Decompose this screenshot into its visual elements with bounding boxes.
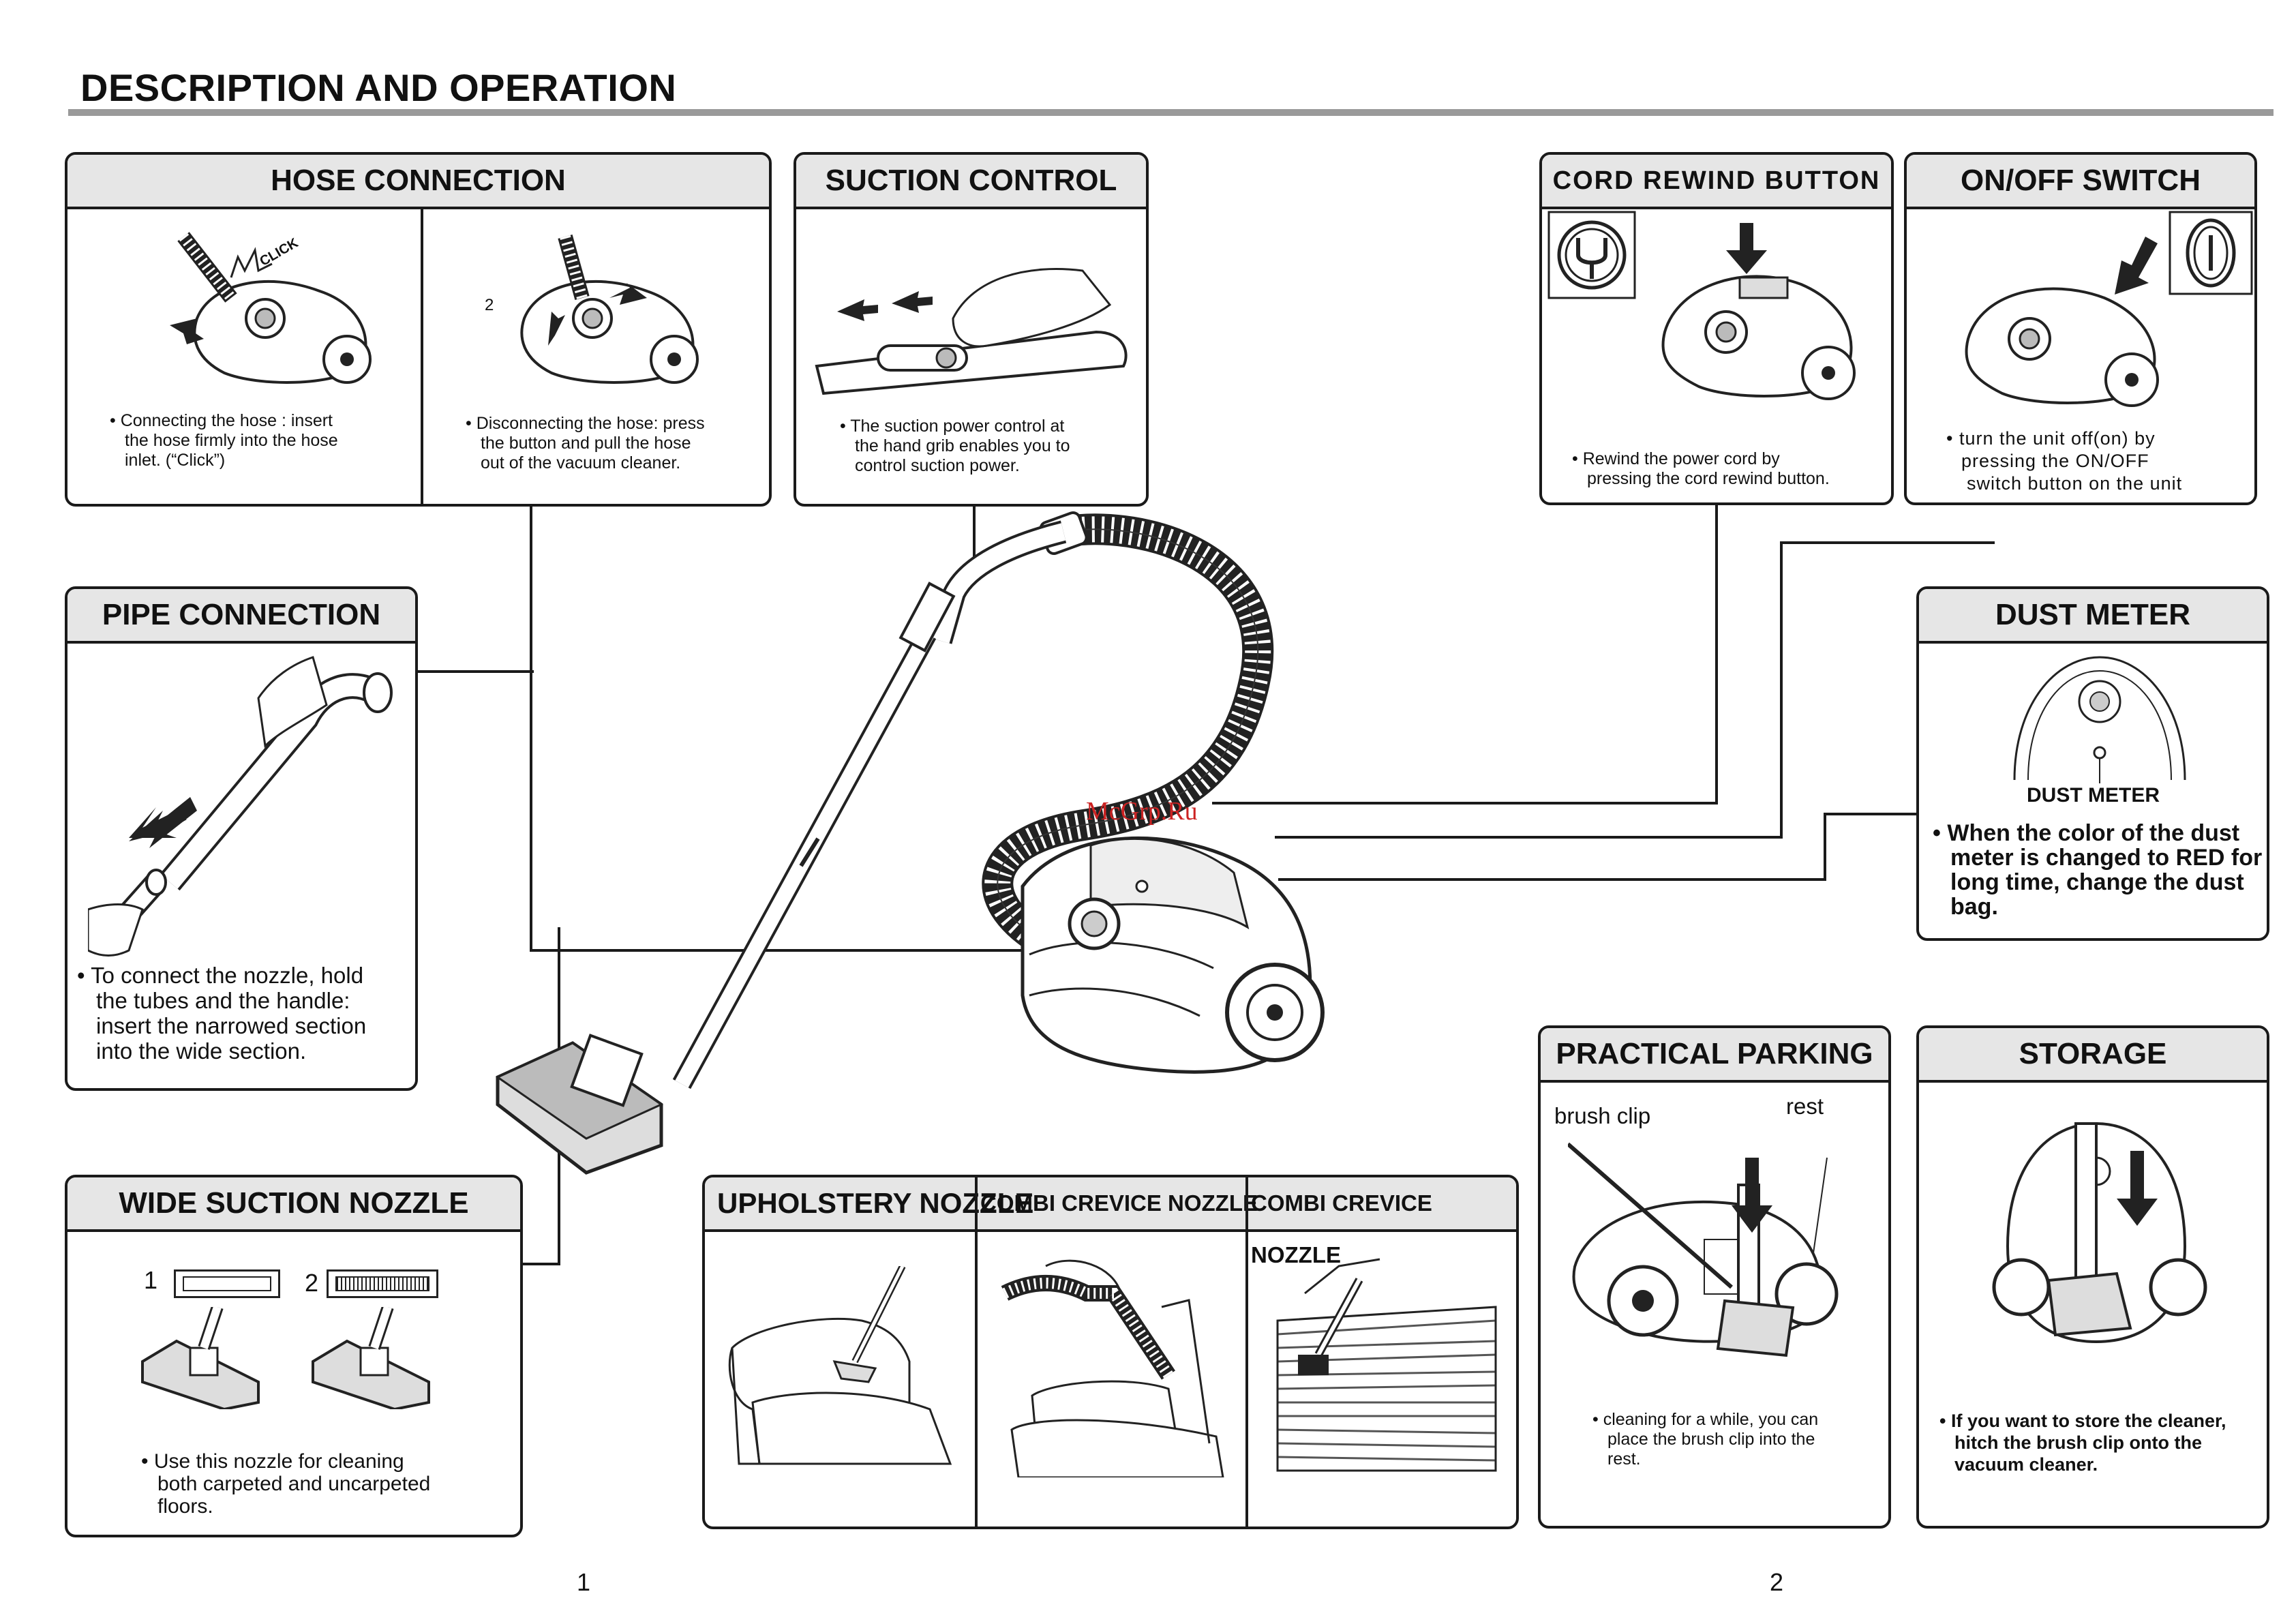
nozzle-setting-1 <box>174 1269 280 1298</box>
brush-nozzle-illustration <box>1276 1258 1497 1472</box>
option-number: 1 <box>144 1266 158 1294</box>
dust-meter-title: DUST METER <box>1919 589 2267 644</box>
connector-line <box>1780 541 1995 544</box>
nozzle-floor-illustration <box>312 1307 430 1409</box>
connector-line <box>1278 878 1826 881</box>
connector-line <box>418 670 534 673</box>
page-number-left: 1 <box>577 1568 591 1596</box>
suction-control-illustration <box>815 268 1128 395</box>
cord-rewind-panel: CORD REWIND BUTTON • Rewind the power co… <box>1539 152 1894 505</box>
connector-line <box>530 503 532 952</box>
hose-connection-panel: HOSE CONNECTION CLICK 2 • Connecting the… <box>65 152 772 507</box>
on-off-illustration <box>1965 237 2159 407</box>
connector-line <box>530 949 1061 952</box>
wide-nozzle-title: WIDE SUCTION NOZZLE <box>67 1177 520 1232</box>
parking-caption: • cleaning for a while, you can place th… <box>1592 1410 1819 1469</box>
parking-panel: PRACTICAL PARKING brush clip rest • clea… <box>1538 1025 1891 1529</box>
nozzle-setting-2 <box>327 1269 438 1298</box>
suction-control-panel: SUCTION CONTROL • The suction power cont… <box>794 152 1149 507</box>
connector-line <box>1824 813 1826 881</box>
hose-connect-caption: • Connecting the hose : insert the hose … <box>110 411 338 470</box>
rest-label: rest <box>1786 1094 1824 1119</box>
cord-rewind-illustration <box>1661 223 1856 400</box>
nozzles-panel: UPHOLSTERY NOZZLE COMBI CREVICE NOZZLE C… <box>702 1175 1519 1529</box>
step-number: 2 <box>485 296 494 314</box>
suction-control-title: SUCTION CONTROL <box>796 155 1146 209</box>
connector-line <box>1212 802 1718 805</box>
power-switch-icon <box>2169 211 2253 295</box>
wide-nozzle-caption: • Use this nozzle for cleaning both carp… <box>141 1450 431 1518</box>
pipe-connection-title: PIPE CONNECTION <box>67 589 415 644</box>
on-off-caption: • turn the unit off(on) by pressing the … <box>1946 428 2183 494</box>
watermark: McGrp.Ru <box>1086 797 1198 826</box>
title-rule <box>68 109 2274 116</box>
connector-line <box>1275 836 1783 839</box>
hose-disconnect-illustration <box>520 235 699 384</box>
panel-divider <box>975 1177 978 1527</box>
connector-line <box>1824 813 1919 815</box>
storage-panel: STORAGE • If you want to store the clean… <box>1916 1025 2269 1529</box>
dust-meter-illustration <box>2013 656 2186 783</box>
upholstery-nozzle-title: UPHOLSTERY NOZZLE <box>717 1187 1034 1219</box>
page-title: DESCRIPTION AND OPERATION <box>80 66 677 109</box>
option-number: 2 <box>305 1269 319 1297</box>
pipe-connection-caption: • To connect the nozzle, hold the tubes … <box>77 963 367 1064</box>
brush-clip-label: brush clip <box>1554 1103 1651 1128</box>
on-off-panel: ON/OFF SWITCH • turn the unit off(on) by… <box>1904 152 2257 505</box>
crevice-nozzle-illustration <box>1001 1259 1224 1477</box>
nozzles-header: UPHOLSTERY NOZZLE COMBI CREVICE NOZZLE C… <box>705 1177 1516 1267</box>
wide-nozzle-panel: WIDE SUCTION NOZZLE 1 2 • Use this nozzl… <box>65 1175 523 1537</box>
vacuum-cleaner-illustration <box>495 511 1325 1175</box>
connector-line <box>973 503 976 578</box>
hose-connection-title: HOSE CONNECTION <box>67 155 769 209</box>
upholstery-nozzle-illustration <box>728 1266 952 1465</box>
page-number-right: 2 <box>1770 1568 1784 1596</box>
cord-rewind-title: CORD REWIND BUTTON <box>1542 155 1891 209</box>
storage-illustration <box>1992 1122 2207 1344</box>
cord-rewind-caption: • Rewind the power cord by pressing the … <box>1572 449 1830 488</box>
panel-divider <box>421 207 423 504</box>
dust-meter-panel: DUST METER DUST METER • When the color o… <box>1916 586 2269 941</box>
dust-meter-label: DUST METER <box>2027 784 2160 807</box>
nozzle-carpet-illustration <box>141 1307 260 1409</box>
connector-line <box>1715 503 1718 805</box>
connector-line <box>518 1263 560 1265</box>
pipe-connection-panel: PIPE CONNECTION • To connect the nozzle,… <box>65 586 418 1091</box>
connector-line <box>1780 541 1783 839</box>
pipe-connection-illustration <box>88 656 393 957</box>
suction-control-caption: • The suction power control at the hand … <box>840 417 1070 475</box>
storage-title: STORAGE <box>1919 1028 2267 1083</box>
power-plug-icon <box>1547 211 1636 299</box>
storage-caption: • If you want to store the cleaner, hitc… <box>1939 1411 2226 1475</box>
parking-title: PRACTICAL PARKING <box>1541 1028 1888 1083</box>
combi-crevice-nozzle-title: COMBI CREVICE NOZZLE <box>980 1190 1258 1216</box>
on-off-title: ON/OFF SWITCH <box>1907 155 2254 209</box>
dust-meter-caption: • When the color of the dust meter is ch… <box>1933 820 2263 920</box>
parking-illustration <box>1568 1142 1839 1357</box>
hose-disconnect-caption: • Disconnecting the hose: press the butt… <box>466 414 705 472</box>
hose-connect-illustration <box>170 232 372 384</box>
panel-divider <box>1245 1177 1248 1527</box>
combi-crevice-nozzle-title: COMBI CREVICE NOZZLE <box>1251 1190 1432 1267</box>
